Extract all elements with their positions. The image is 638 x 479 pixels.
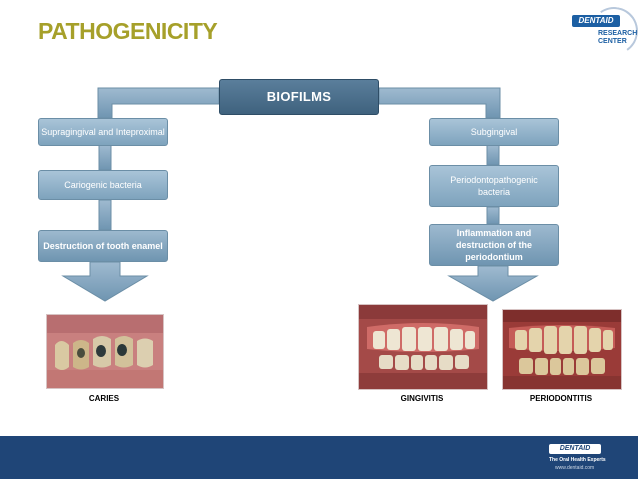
footer-tagline: The Oral Health Experts — [549, 457, 606, 463]
left-tie-1 — [98, 144, 112, 171]
periodontitis-teeth-photo — [502, 309, 622, 390]
page-title: PATHOGENICITY — [38, 18, 218, 44]
right-tie-2 — [486, 206, 500, 225]
footer-dentaid-logo: DENTAID The Oral Health Experts www.dent… — [545, 441, 613, 475]
right-connector — [378, 87, 501, 119]
supragingival-box: Supragingival and Inteproximal — [38, 118, 168, 146]
dentaid-research-logo: DENTAID RESEARCH CENTER — [566, 3, 638, 59]
right-down-arrow — [447, 265, 539, 302]
caries-teeth-photo — [46, 314, 164, 389]
cariogenic-bacteria-box: Cariogenic bacteria — [38, 170, 168, 200]
left-down-arrow — [61, 261, 149, 302]
left-tie-2 — [98, 199, 112, 231]
periodontopathogenic-bacteria-box: Periodontopathogenic bacteria — [429, 165, 559, 207]
caries-caption: CARIES — [88, 394, 120, 403]
logo-brand: DENTAID — [572, 15, 620, 27]
gingivitis-teeth-photo — [358, 304, 488, 390]
footer-url: www.dentaid.com — [555, 465, 595, 471]
logo-line-1: RESEARCH — [598, 30, 638, 37]
footer-bar: DENTAID The Oral Health Experts www.dent… — [0, 436, 638, 479]
enamel-destruction-box: Destruction of tooth enamel — [38, 230, 168, 262]
subgingival-box: Subgingival — [429, 118, 559, 146]
logo-line-2: CENTER — [598, 38, 627, 45]
periodontitis-caption: PERIODONTITIS — [529, 394, 593, 403]
periodontium-destruction-box: Inflammation and destruction of the peri… — [429, 224, 559, 266]
gingivitis-caption: GINGIVITIS — [400, 394, 444, 403]
left-connector — [97, 87, 220, 119]
footer-brand: DENTAID — [549, 444, 601, 454]
biofilms-box: BIOFILMS — [219, 79, 379, 115]
right-tie-1 — [486, 144, 500, 166]
